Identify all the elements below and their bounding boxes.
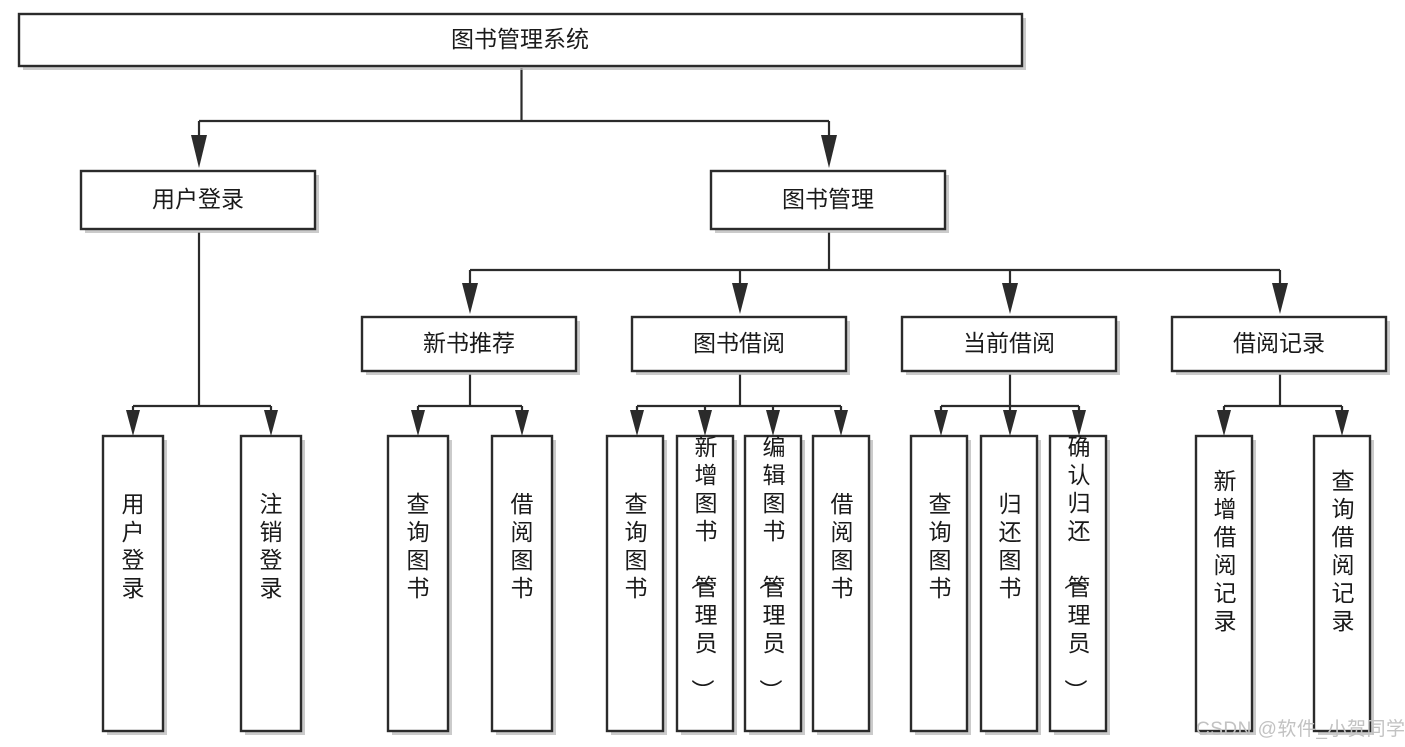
node-leaf-user-login-box[interactable] bbox=[101, 434, 165, 733]
node-current-borrow-label: 当前借阅 bbox=[963, 330, 1055, 356]
node-leaf-query-book-2[interactable]: 查询图书 bbox=[605, 434, 667, 735]
connector-group-user-login bbox=[126, 232, 278, 436]
node-book-management[interactable]: 图书管理 bbox=[709, 169, 949, 233]
arrow-head-leaf-user-logout bbox=[264, 410, 278, 436]
node-leaf-query-book-3-box[interactable] bbox=[909, 434, 969, 733]
node-leaf-query-book-3-label: 查询图书 bbox=[929, 491, 952, 601]
node-leaf-user-logout-label: 注销登录 bbox=[260, 491, 283, 601]
node-leaf-add-book-box[interactable] bbox=[675, 434, 735, 733]
node-leaf-borrow-book-2-box[interactable] bbox=[811, 434, 871, 733]
node-borrow-record-label: 借阅记录 bbox=[1233, 330, 1325, 356]
connector-group-book-management bbox=[462, 232, 1288, 314]
connector-group-book-borrow bbox=[630, 374, 848, 436]
arrow-head-leaf-edit-book bbox=[766, 410, 780, 436]
node-leaf-query-book-2-label: 查询图书 bbox=[625, 491, 648, 601]
node-new-book-recommend[interactable]: 新书推荐 bbox=[360, 315, 580, 375]
arrow-head-leaf-query-book-1 bbox=[411, 410, 425, 436]
arrow-head-leaf-query-record bbox=[1335, 410, 1349, 436]
connector-group-new-book-recommend bbox=[411, 374, 529, 436]
node-leaf-query-book-1[interactable]: 查询图书 bbox=[386, 434, 452, 735]
node-leaf-borrow-book-2-label: 借阅图书 bbox=[831, 491, 854, 601]
node-leaf-user-logout-box[interactable] bbox=[239, 434, 303, 733]
node-leaf-return-book-box[interactable] bbox=[979, 434, 1039, 733]
arrow-head-book-management bbox=[821, 135, 837, 168]
node-leaf-borrow-book-1[interactable]: 借阅图书 bbox=[490, 434, 556, 735]
node-leaf-confirm-return-box[interactable] bbox=[1048, 434, 1108, 733]
node-leaf-borrow-book-1-label: 借阅图书 bbox=[511, 491, 534, 601]
csdn-watermark: CSDN @软件_小贺同学 bbox=[1196, 719, 1405, 740]
arrow-head-leaf-borrow-book-1 bbox=[515, 410, 529, 436]
node-leaf-add-book[interactable]: 新增图书（管理员） bbox=[675, 434, 737, 735]
node-current-borrow[interactable]: 当前借阅 bbox=[900, 315, 1120, 375]
node-leaf-edit-book-label: 编辑图书（管理员） bbox=[758, 434, 786, 702]
node-root-label: 图书管理系统 bbox=[451, 26, 589, 52]
node-leaf-add-record-label: 新增借阅记录 bbox=[1214, 468, 1237, 634]
node-book-borrow[interactable]: 图书借阅 bbox=[630, 315, 850, 375]
node-user-login[interactable]: 用户登录 bbox=[79, 169, 319, 233]
node-leaf-confirm-return-label: 确认归还（管理员） bbox=[1063, 434, 1091, 702]
node-leaf-add-book-label: 新增图书（管理员） bbox=[690, 434, 718, 702]
node-new-book-recommend-box[interactable] bbox=[360, 315, 578, 373]
node-leaf-return-book[interactable]: 归还图书 bbox=[979, 434, 1041, 735]
node-borrow-record[interactable]: 借阅记录 bbox=[1170, 315, 1390, 375]
node-book-borrow-label: 图书借阅 bbox=[693, 330, 785, 356]
node-leaf-edit-book-box[interactable] bbox=[743, 434, 803, 733]
node-leaf-user-logout[interactable]: 注销登录 bbox=[239, 434, 305, 735]
arrow-head-new-book-recommend bbox=[462, 283, 478, 314]
node-book-management-box[interactable] bbox=[709, 169, 947, 231]
arrow-head-borrow-record bbox=[1272, 283, 1288, 314]
node-leaf-borrow-book-2[interactable]: 借阅图书 bbox=[811, 434, 873, 735]
arrow-head-user-login bbox=[191, 135, 207, 168]
arrow-head-leaf-query-book-2 bbox=[630, 410, 644, 436]
node-root[interactable]: 图书管理系统 bbox=[17, 12, 1026, 70]
node-leaf-user-login[interactable]: 用户登录 bbox=[101, 434, 167, 735]
arrow-head-book-borrow bbox=[732, 283, 748, 314]
node-user-login-label: 用户登录 bbox=[152, 186, 244, 212]
node-leaf-add-record[interactable]: 新增借阅记录 bbox=[1194, 434, 1256, 735]
connector-group-current-borrow bbox=[934, 374, 1086, 436]
node-leaf-edit-book[interactable]: 编辑图书（管理员） bbox=[743, 434, 805, 735]
node-leaf-query-book-2-box[interactable] bbox=[605, 434, 665, 733]
arrow-head-leaf-confirm-return bbox=[1072, 410, 1086, 436]
node-leaf-query-book-3[interactable]: 查询图书 bbox=[909, 434, 971, 735]
node-root-box[interactable] bbox=[17, 12, 1024, 68]
node-leaf-borrow-book-1-box[interactable] bbox=[490, 434, 554, 733]
node-leaf-return-book-label: 归还图书 bbox=[999, 491, 1022, 601]
node-book-management-label: 图书管理 bbox=[782, 186, 874, 212]
node-leaf-query-record-box[interactable] bbox=[1312, 434, 1372, 733]
arrow-head-leaf-query-book-3 bbox=[934, 410, 948, 436]
connector-group-borrow-record bbox=[1217, 374, 1349, 436]
node-leaf-add-record-box[interactable] bbox=[1194, 434, 1254, 733]
node-user-login-box[interactable] bbox=[79, 169, 317, 231]
node-current-borrow-box[interactable] bbox=[900, 315, 1118, 373]
arrow-head-leaf-return-book bbox=[1003, 410, 1017, 436]
connector-group-root bbox=[191, 68, 837, 168]
node-borrow-record-box[interactable] bbox=[1170, 315, 1388, 373]
arrow-head-leaf-user-login bbox=[126, 410, 140, 436]
arrow-head-leaf-add-record bbox=[1217, 410, 1231, 436]
node-leaf-query-record-label: 查询借阅记录 bbox=[1332, 468, 1355, 634]
node-book-borrow-box[interactable] bbox=[630, 315, 848, 373]
node-leaf-query-book-1-box[interactable] bbox=[386, 434, 450, 733]
node-leaf-query-book-1-label: 查询图书 bbox=[407, 491, 430, 601]
arrow-head-current-borrow bbox=[1002, 283, 1018, 314]
node-leaf-confirm-return[interactable]: 确认归还（管理员） bbox=[1048, 434, 1110, 735]
arrow-head-leaf-add-book bbox=[698, 410, 712, 436]
node-leaf-user-login-label: 用户登录 bbox=[122, 491, 145, 601]
node-leaf-query-record[interactable]: 查询借阅记录 bbox=[1312, 434, 1374, 735]
arrow-head-leaf-borrow-book-2 bbox=[834, 410, 848, 436]
node-new-book-recommend-label: 新书推荐 bbox=[423, 330, 515, 356]
